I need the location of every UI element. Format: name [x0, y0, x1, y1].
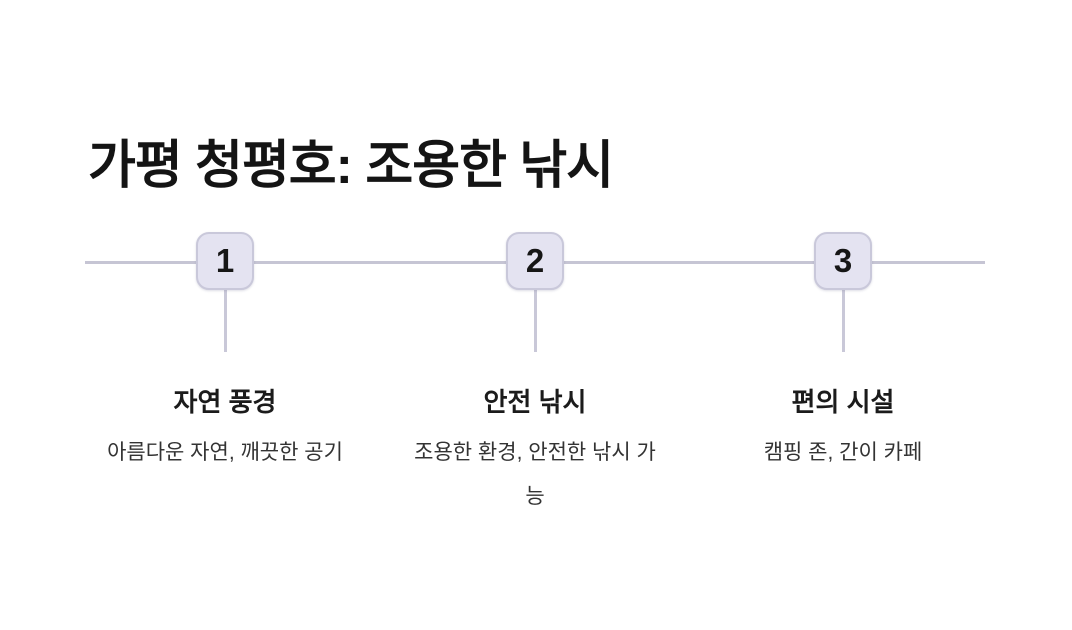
- step-title: 자연 풍경: [173, 387, 277, 417]
- timeline-node-1: 1: [196, 232, 254, 290]
- step-description: 아름다운 자연, 깨끗한 공기: [107, 441, 343, 464]
- timeline-step-3: 3 편의 시설 캠핑 존, 간이 카페: [703, 232, 983, 475]
- connector-stem: [533, 290, 537, 352]
- step-number: 3: [833, 242, 853, 279]
- connector-stem: [841, 290, 845, 352]
- timeline-step-1: 1 자연 풍경 아름다운 자연, 깨끗한 공기: [85, 232, 365, 475]
- step-number: 2: [525, 242, 545, 279]
- page-title: 가평 청평호: 조용한 낚시: [88, 136, 614, 195]
- step-title: 안전 낚시: [483, 387, 587, 417]
- connector-stem: [223, 290, 227, 352]
- step-description: 조용한 환경, 안전한 낚시 가능: [414, 441, 656, 509]
- step-number: 1: [215, 242, 235, 279]
- timeline-step-2: 2 안전 낚시 조용한 환경, 안전한 낚시 가능: [395, 232, 675, 519]
- timeline-node-3: 3: [814, 232, 872, 290]
- timeline-node-2: 2: [506, 232, 564, 290]
- step-description: 캠핑 존, 간이 카페: [763, 441, 923, 464]
- step-title: 편의 시설: [791, 387, 895, 417]
